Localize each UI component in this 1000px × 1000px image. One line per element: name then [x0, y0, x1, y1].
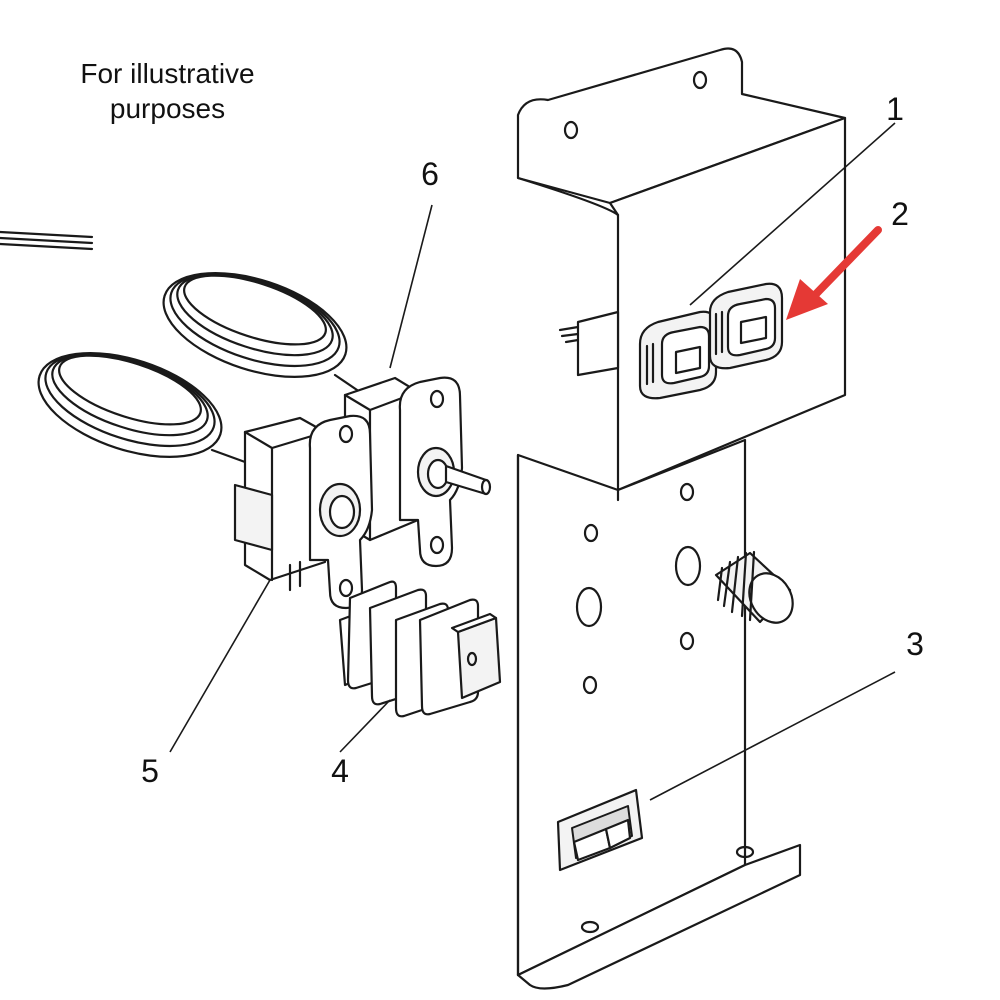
leader-3: [649, 671, 896, 801]
lamp-switch-part-3: [556, 788, 644, 872]
callout-6: 6: [421, 156, 439, 192]
thermostat-part-5: [37, 352, 374, 610]
leader-5: [169, 579, 271, 753]
callout-3: 3: [906, 626, 924, 662]
caption-line-2: purposes: [109, 93, 226, 124]
leader-4: [339, 699, 391, 753]
highlight-arrow: [786, 226, 882, 320]
rocker-switch-part-2: [708, 282, 784, 370]
leader-1: [689, 122, 896, 306]
caption-line-1: For illustrative: [80, 58, 255, 89]
callout-4: 4: [331, 753, 349, 789]
callout-1: 1: [886, 91, 904, 127]
callout-2: 2: [891, 196, 909, 232]
callout-5: 5: [141, 753, 159, 789]
rocker-switch-part-4: [338, 580, 502, 718]
wire-stub: [0, 230, 94, 251]
control-knob: [714, 550, 794, 624]
leader-lines: [169, 122, 896, 801]
illustrative-caption: For illustrative purposes: [40, 56, 295, 126]
rocker-switch-part-1: [638, 310, 718, 400]
leader-6: [389, 204, 433, 369]
